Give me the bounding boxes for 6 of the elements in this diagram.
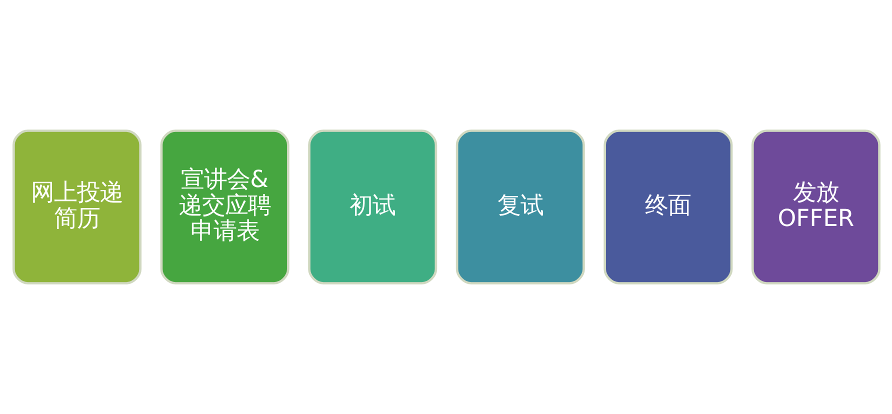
node-box: 网上投递简历: [12, 130, 142, 284]
node-box: 终面: [603, 130, 732, 284]
node-box: 发放OFFER: [750, 130, 880, 284]
node-box: 初试: [308, 130, 437, 284]
node-box: 宣讲会&递交应聘申请表: [160, 130, 289, 284]
node-box: 复试: [455, 130, 584, 284]
